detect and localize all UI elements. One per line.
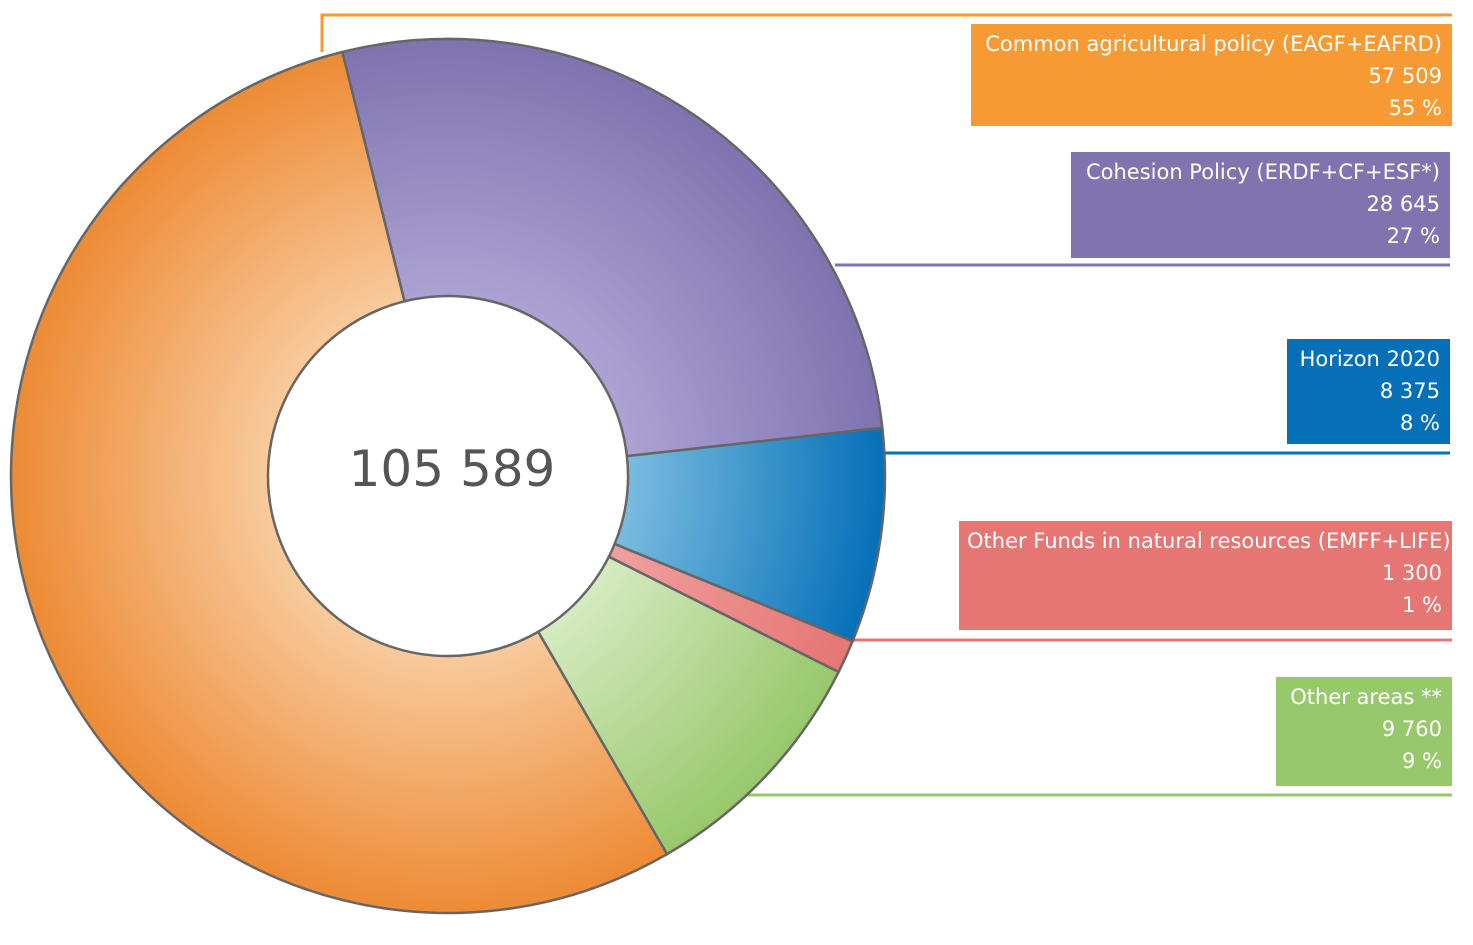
label-name: Cohesion Policy (ERDF+CF+ESF*) <box>1085 160 1440 184</box>
label-name: Horizon 2020 <box>1299 347 1440 371</box>
legend-label-other-areas: Other areas ** 9 760 9 % <box>1276 677 1452 786</box>
label-percent: 27 % <box>1386 224 1440 248</box>
legend-label-other-funds: Other Funds in natural resources (EMFF+L… <box>959 521 1452 630</box>
label-name: Other areas ** <box>1290 685 1442 709</box>
label-value: 8 375 <box>1379 379 1440 403</box>
label-value: 1 300 <box>1381 561 1442 585</box>
label-percent: 55 % <box>1388 96 1442 120</box>
label-name: Other Funds in natural resources (EMFF+L… <box>967 529 1451 553</box>
legend-label-cap: Common agricultural policy (EAGF+EAFRD) … <box>971 24 1452 126</box>
donut-slice-common-agricultural-policy-eagf-eafrd <box>9 50 669 915</box>
label-percent: 9 % <box>1402 749 1442 773</box>
label-percent: 8 % <box>1400 411 1440 435</box>
label-value: 57 509 <box>1368 64 1442 88</box>
donut-slice-other-areas <box>536 555 841 856</box>
label-name: Common agricultural policy (EAGF+EAFRD) <box>985 32 1442 56</box>
label-value: 9 760 <box>1381 717 1442 741</box>
legend-label-horizon: Horizon 2020 8 375 8 % <box>1287 339 1450 444</box>
donut-slice-cohesion-policy-erdf-cf-esf <box>340 37 884 458</box>
legend-label-cohesion: Cohesion Policy (ERDF+CF+ESF*) 28 645 27… <box>1071 152 1450 258</box>
label-percent: 1 % <box>1402 593 1442 617</box>
total-label: 105 589 <box>348 440 556 498</box>
leader-line <box>320 13 1452 52</box>
label-value: 28 645 <box>1366 192 1440 216</box>
